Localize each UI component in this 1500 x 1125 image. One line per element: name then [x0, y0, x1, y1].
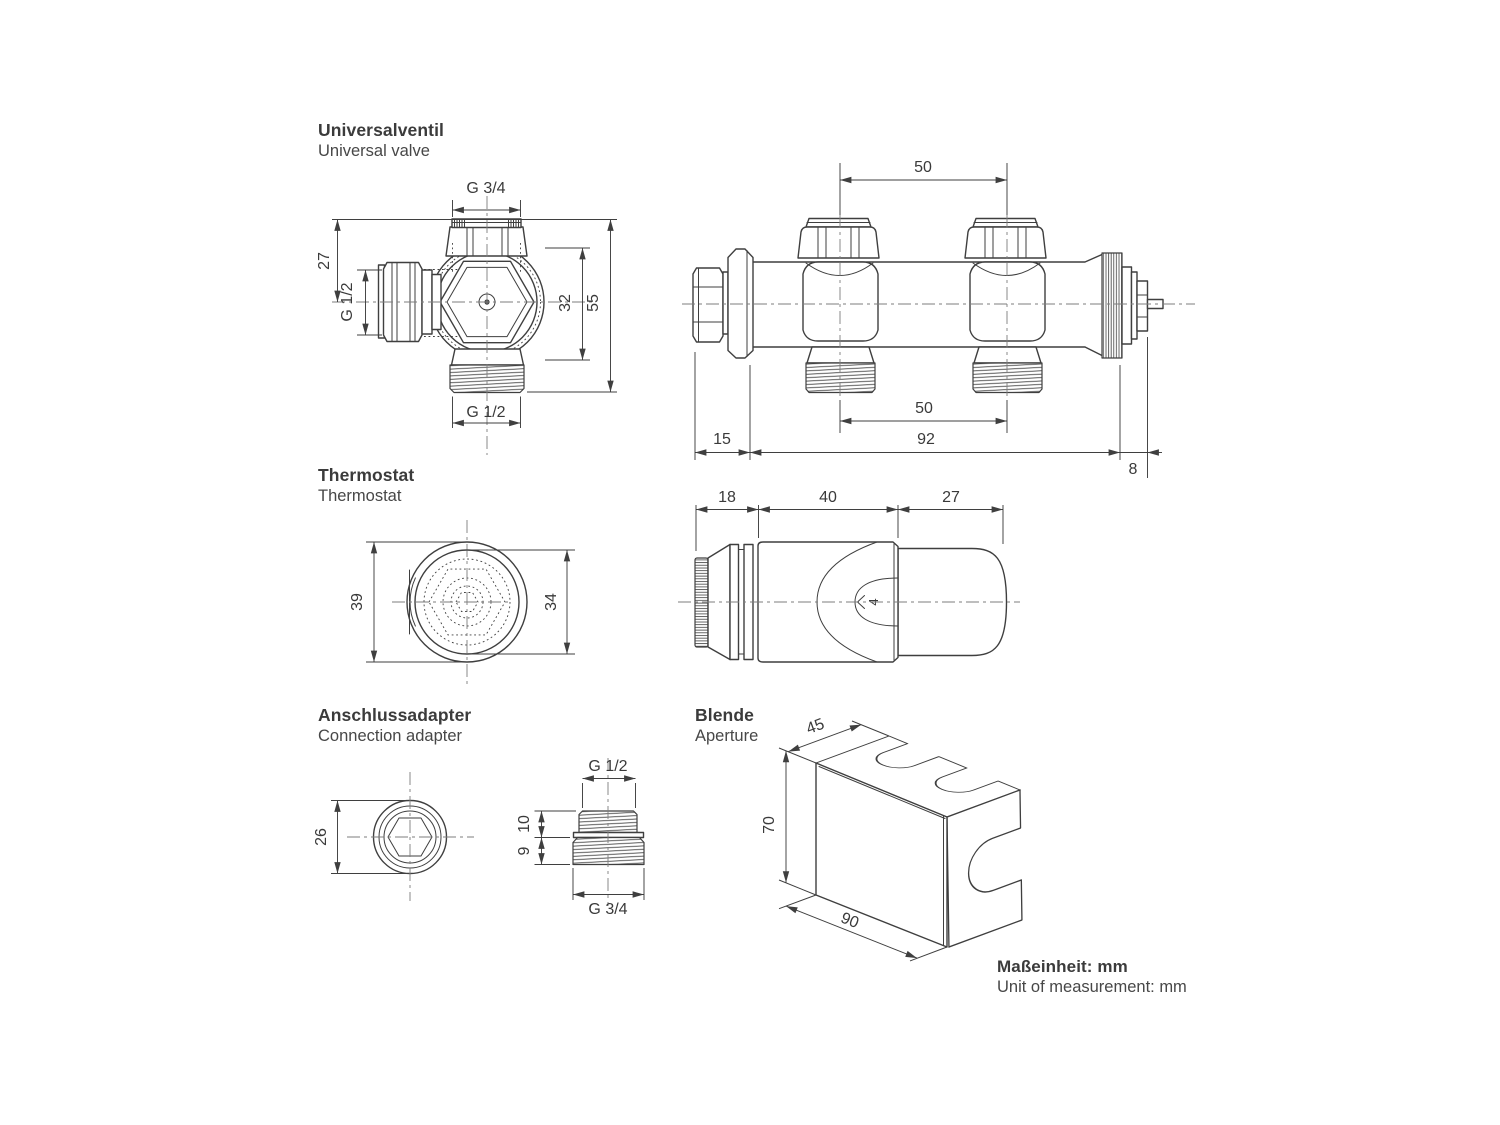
dim-label-thread-bottom: G 1/2 [466, 404, 505, 421]
dim-label-40: 40 [819, 489, 837, 506]
dim-label-90: 90 [838, 910, 861, 932]
branch-thread [805, 362, 876, 394]
aperture-right-face [946, 789, 1023, 948]
unit-note-en: Unit of measurement: mm [997, 978, 1187, 996]
adapter-title-de: Anschlussadapter [318, 705, 472, 725]
thermostat-knurl-cap [694, 557, 709, 648]
thermostat-side-view: 4 18 40 27 [678, 489, 1020, 663]
valve-side-flange [727, 248, 754, 359]
aperture-title-de: Blende [695, 705, 754, 725]
branch-boss [802, 261, 879, 342]
thermostat-front-centerlines [392, 520, 512, 684]
dim-label-26: 26 [313, 828, 330, 846]
valve-section-title: Universalventil Universal valve [318, 120, 444, 161]
thermostat-front-view: 39 34 [349, 520, 575, 684]
valve-body-tube [752, 253, 1103, 357]
adapter-section-title: Anschlussadapter Connection adapter [318, 705, 471, 746]
dim-label-27: 27 [316, 252, 333, 270]
thermostat-title-de: Thermostat [318, 465, 415, 485]
valve-bottom-thread [449, 364, 525, 394]
dim-label-18: 18 [718, 489, 736, 506]
valve-top-cap [451, 218, 522, 229]
valve-knurl-ring [1101, 252, 1123, 359]
dim-label-55: 55 [585, 294, 602, 312]
adapter-title-en: Connection adapter [318, 727, 463, 745]
dim-label-9: 9 [516, 846, 533, 855]
adapter-front-centerlines [347, 772, 474, 901]
thermostat-title-en: Thermostat [318, 487, 402, 505]
dim-label-45: 45 [804, 716, 827, 738]
dim-label-thread-side: G 1/2 [339, 282, 356, 321]
aperture-iso-view: 45 70 90 [761, 716, 1023, 962]
dim-label-top-50: 50 [914, 159, 932, 176]
dim-label-39: 39 [349, 593, 366, 611]
valve-top-nut [445, 226, 528, 257]
thermostat-section-title: Thermostat Thermostat [318, 465, 414, 506]
adapter-front-view: 26 [313, 772, 474, 901]
dim-label-34: 34 [543, 593, 560, 611]
dim-label-32: 32 [557, 294, 574, 312]
dim-label-15: 15 [713, 431, 731, 448]
valve-front-view: G 3/4 27 G 1/2 32 55 G 1/2 [316, 180, 617, 455]
dim-label-bottom-50: 50 [915, 400, 933, 417]
valve-title-en: Universal valve [318, 142, 430, 160]
dim-label-8: 8 [1129, 461, 1138, 478]
valve-spindle-nut [1136, 280, 1149, 332]
valve-side-view: 50 50 15 92 8 [682, 159, 1195, 478]
unit-note-de: Maßeinheit: mm [997, 957, 1128, 976]
aperture-top-face [815, 735, 1021, 818]
adapter-thread-bottom [572, 836, 645, 866]
dim-label-g12: G 1/2 [588, 758, 627, 775]
aperture-section-title: Blende Aperture [695, 705, 758, 746]
valve-title-de: Universalventil [318, 120, 444, 140]
dim-label-g34: G 3/4 [588, 901, 627, 918]
adapter-side-view: G 1/2 10 9 G 3/4 [516, 758, 645, 918]
unit-note: Maßeinheit: mm Unit of measurement: mm [997, 956, 1187, 997]
branch-union-nut [797, 226, 880, 259]
dim-label-92: 92 [917, 431, 935, 448]
dim-label-10: 10 [516, 815, 533, 833]
valve-side-left-nut [692, 267, 724, 343]
valve-front-centerlines [332, 196, 596, 455]
dim-label-70: 70 [761, 816, 778, 834]
dim-label-27-head: 27 [942, 489, 960, 506]
valve-side-centerlines [682, 215, 1195, 400]
aperture-title-en: Aperture [695, 727, 759, 745]
dim-label-thread-top: G 3/4 [466, 180, 505, 197]
valve-branch [797, 217, 880, 394]
adapter-collar [572, 831, 645, 839]
